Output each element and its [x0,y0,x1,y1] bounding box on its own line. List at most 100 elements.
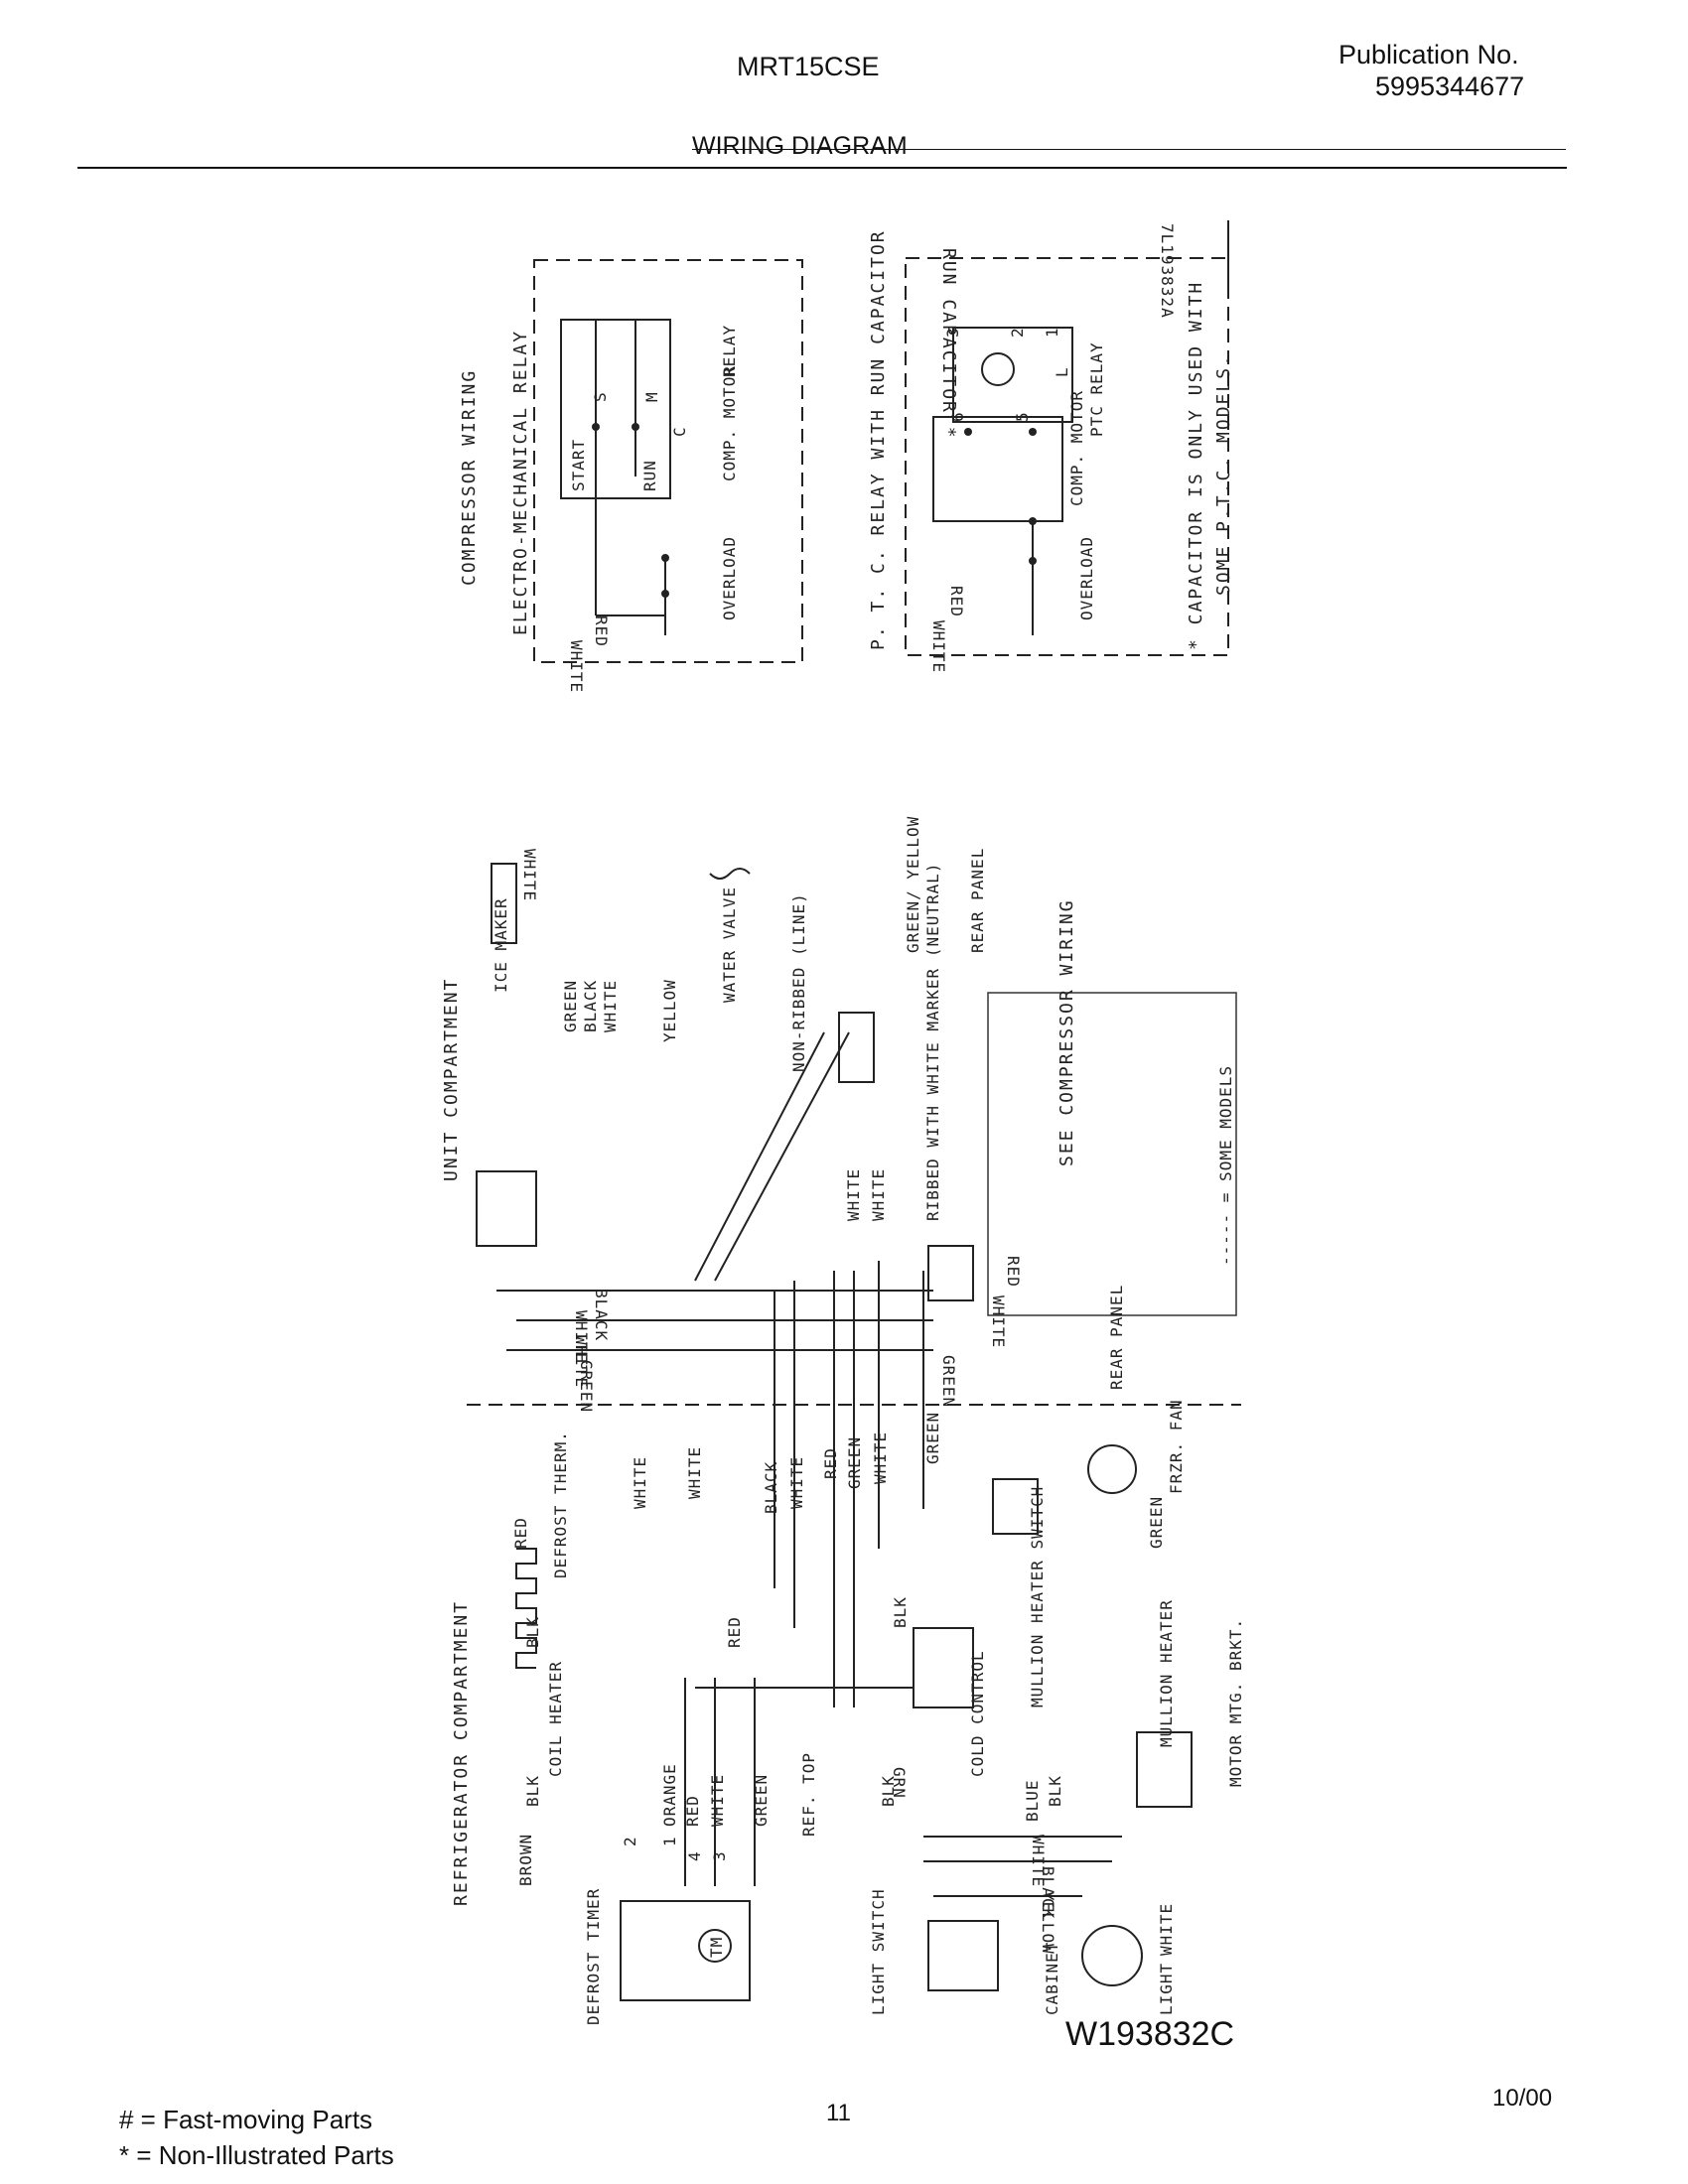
green-h2-label: GREEN [939,1355,958,1408]
overload-label: OVERLOAD [720,536,739,620]
ref-green-2: GREEN [923,1412,942,1464]
ref-blk-1: BLK [523,1616,542,1648]
ref-blue: BLUE [1023,1779,1042,1822]
ref-white-3: WHITE [787,1456,806,1509]
green-wire-label: GREEN [561,980,580,1032]
cold-control-box [913,1627,974,1708]
ptc-n5: 5 [1013,411,1032,422]
ptc-overload-label: OVERLOAD [1077,536,1096,620]
compressor-heading: COMPRESSOR WIRING [459,369,480,586]
defrost-timer-label: DEFROST TIMER [584,1888,603,2025]
ptc-relay-box [952,327,1073,423]
footnote-2: SOME P.T.C. MODELS. [1213,353,1234,596]
mullion-heater-box [1136,1731,1193,1808]
ref-green-4: GREEN [752,1774,771,1827]
red-h-label: RED [1004,1256,1023,1288]
ref-blk-5: BLK [1046,1775,1064,1807]
rear-panel-top-label: REAR PANEL [968,848,987,953]
bus-wires [496,1261,933,1707]
ref-red-label: RED [511,1517,530,1549]
green-h-label: GREEN [577,1360,596,1413]
ptc-n1: 1 [1043,327,1061,338]
mullion-heater-label: MULLION HEATER [1157,1599,1176,1747]
ref-top-label: REF. TOP [799,1752,818,1837]
water-valve-label: WATER VALVE [720,887,739,1003]
ref-white-2: WHITE [685,1446,704,1499]
ptc-red-label: RED [947,586,966,617]
coil-heater-element [515,1548,537,1669]
see-compressor-box [987,992,1237,1316]
ice-maker-plug [491,863,517,944]
terminal-4: 4 [685,1850,704,1861]
em-relay-panel: COMPRESSOR WIRING ELECTRO-MECHANICAL REL… [459,259,803,693]
part-number-label: 7L193832A [1158,223,1177,319]
ptc-motor-box [932,416,1063,522]
see-compressor-label: SEE COMPRESSOR WIRING [1056,898,1077,1166]
em-relay-label: ELECTRO-MECHANICAL RELAY [510,330,531,635]
ptc-white-label: WHITE [929,620,948,673]
ref-black-label: BLACK [762,1461,780,1514]
white-wire-label: WHITE [601,980,620,1032]
ribbed-label: RIBBED WITH WHITE MARKER (NEUTRAL) [923,862,942,1221]
white-label: WHITE [567,640,586,693]
ref-green: GREEN [845,1436,864,1489]
brown-label: BROWN [516,1834,535,1886]
refrigerator-compartment: REFRIGERATOR COMPARTMENT RED DEFROST THE… [451,1399,1245,2025]
run-capacitor-label: RUN CAPACITOR * [938,248,959,440]
ref-red-3: RED [725,1616,744,1648]
terminal-1: 1 [660,1836,679,1846]
some-models-note: ----- = SOME MODELS [1216,1065,1235,1266]
ref-white-6: WHITE [1157,1903,1176,1956]
mullion-switch-label: MULLION HEATER SWITCH [1028,1486,1047,1707]
ref-white-5: WHITE [708,1774,727,1827]
black-wire-label: BLACK [581,980,600,1032]
ref-white-4: WHITE [871,1432,890,1484]
c-label: C [670,426,689,437]
ptc-comp-motor-label: COMP. MOTOR [1067,390,1086,506]
defrost-therm-label: DEFROST THERM. [551,1431,570,1578]
light-label: LIGHT [1157,1963,1176,2015]
model-number: MRT15CSE [737,52,880,81]
green-yellow-label: GREEN/ YELLOW [904,816,922,953]
terminal-3: 3 [710,1850,729,1861]
run-label: RUN [640,460,659,491]
light-wiring [923,1836,1122,1897]
red-label: RED [592,615,611,647]
unit-compartment: UNIT COMPARTMENT ICE MAKER WHITE GREEN B… [441,816,1241,1413]
refrigerator-compartment-label: REFRIGERATOR COMPARTMENT [451,1600,472,1906]
publication-number: 5995344677 [1375,71,1525,101]
drawing-id: W193832C [1065,2015,1235,2053]
ref-orange: ORANGE [660,1763,679,1827]
power-cord-plug [838,1012,875,1083]
page-number: 11 [826,2100,851,2126]
ref-blk-3: BLK [891,1596,910,1628]
rear-panel-bottom-label: REAR PANEL [1107,1285,1126,1390]
s-label: S [591,391,610,402]
ref-blk-2: BLK [523,1775,542,1807]
m-label: M [642,391,661,402]
ref-grn: GRN [890,1767,909,1799]
defrost-timer-box [620,1900,751,2001]
light-switch-box [927,1920,999,1991]
ptc-heading: P. T. C. RELAY WITH RUN CAPACITOR [868,229,889,650]
start-label: START [569,439,588,491]
non-ribbed-label: NON-RIBBED (LINE) [789,892,808,1072]
header-rule [77,167,1567,169]
compressor-connector [927,1245,974,1301]
ptc-relay-panel: P. T. C. RELAY WITH RUN CAPACITOR RUN CA… [868,220,1234,673]
cabinet-light-bulb [1081,1925,1143,1986]
cabinet-label: CABINET [1043,1942,1061,2015]
ref-black-2: BLACK [1039,1866,1057,1919]
relay-label: RELAY [720,325,739,377]
black-h-label: BLACK [592,1289,611,1341]
white-wire-top: WHITE [520,849,539,901]
legend-fast-moving: # = Fast-moving Parts [119,2105,373,2134]
light-switch-label: LIGHT SWITCH [869,1888,888,2015]
ref-green-3: GREEN [1147,1496,1166,1549]
yellow-wire-label: YELLOW [660,979,679,1042]
white-h2-label: WHITE [572,1335,591,1388]
tm-label: TM [707,1937,726,1958]
ref-yellow: YELLOW [1039,1891,1057,1955]
unit-connector [476,1170,537,1247]
